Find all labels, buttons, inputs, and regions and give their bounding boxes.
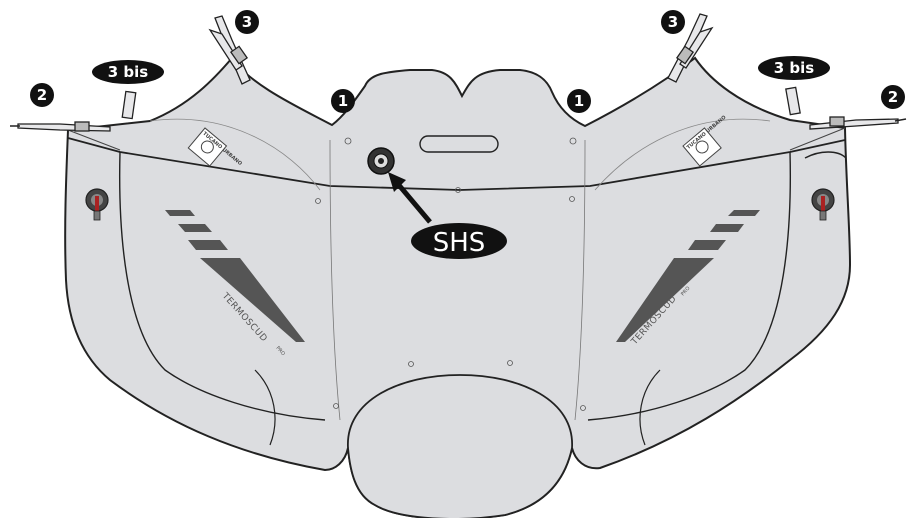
left-side-socket (85, 188, 109, 221)
right-vent (804, 151, 847, 159)
top-band-seam-thin (67, 127, 846, 151)
shs-arrow-line (396, 182, 432, 224)
svg-text:2: 2 (37, 86, 47, 104)
left-diag-seam (149, 118, 321, 191)
svg-text:1: 1 (574, 92, 584, 110)
svg-text:2: 2 (888, 88, 898, 106)
right-side-panel (587, 151, 791, 421)
right-bis-tab (785, 86, 801, 116)
left-outer-strap (17, 123, 111, 132)
callout-right-inner: 1 (567, 89, 591, 113)
svg-text:3 bis: 3 bis (108, 63, 149, 81)
callout-left-inner: 1 (331, 89, 355, 113)
right-top-buckle (675, 45, 695, 65)
callout-right-outer: 2 (881, 85, 905, 109)
eyelets (315, 137, 586, 411)
right-diag-seam (594, 118, 771, 191)
svg-text:3: 3 (668, 13, 678, 31)
left-side-panel (119, 151, 326, 421)
left-outer-buckle (74, 121, 90, 132)
callout-right-top: 3 (661, 10, 685, 34)
callout-left-outer: 2 (30, 83, 54, 107)
right-side-socket (811, 188, 835, 221)
bottom-center-panel (347, 374, 573, 518)
right-lower-curve (639, 369, 661, 446)
right-brand-suffix: PRO (680, 286, 691, 298)
straps (10, 13, 907, 132)
left-top-buckle (229, 45, 249, 65)
callout-right-bis: 3 bis (758, 56, 830, 80)
right-seam (574, 139, 586, 421)
shs-arrow-head (388, 172, 406, 192)
left-brand-suffix: PRO (275, 345, 286, 357)
cover-body: TERMOSCUD PRO TERMOSCUD PRO TUCANO URBAN… (64, 56, 852, 518)
svg-text:3 bis: 3 bis (774, 59, 815, 77)
right-outer-buckle (829, 116, 845, 127)
callout-shs: SHS (388, 172, 507, 259)
left-bis-tab (121, 90, 137, 120)
right-outer-strap (809, 118, 899, 130)
right-reflective-stripes (616, 210, 760, 342)
callout-left-bis: 3 bis (92, 60, 164, 84)
left-seam (329, 139, 341, 421)
left-reflective-stripes (165, 210, 305, 342)
svg-text:1: 1 (338, 92, 348, 110)
cover-outline (64, 56, 852, 518)
svg-text:3: 3 (242, 13, 252, 31)
left-lower-curve (254, 369, 276, 446)
shs-socket (367, 147, 395, 175)
callout-left-top: 3 (235, 10, 259, 34)
svg-text:SHS: SHS (433, 228, 486, 258)
handle-slot (419, 135, 499, 153)
